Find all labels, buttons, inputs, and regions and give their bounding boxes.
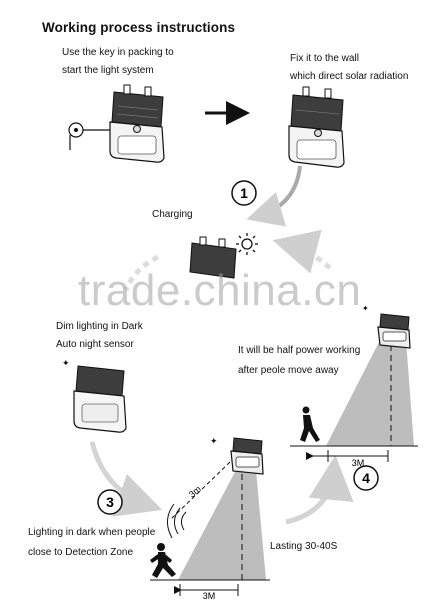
detection-zone-beam <box>178 470 266 580</box>
caption-start-line2: start the light system <box>62 65 154 76</box>
svg-text:✦: ✦ <box>62 358 70 368</box>
step-3-circle <box>97 489 123 515</box>
step-3-number: 3 <box>106 494 114 510</box>
lamp-dim-icon <box>73 365 127 433</box>
page-title: Working process instructions <box>42 20 236 35</box>
watermark: trade.china.cn <box>78 266 362 315</box>
key-icon <box>68 122 110 150</box>
walking-person-icon <box>300 406 320 442</box>
step-1-number: 1 <box>240 185 248 201</box>
caption-lighting-line1: Lighting in dark when people <box>28 527 156 538</box>
to-half-power-arrow <box>285 455 354 525</box>
step-4-circle <box>353 465 379 491</box>
step-1-circle <box>231 180 257 206</box>
sun-icon <box>236 233 258 255</box>
distance-3m-right: 3M <box>352 458 365 468</box>
half-power-beam <box>326 340 414 446</box>
lamp-wall-mounted-icon <box>288 86 345 168</box>
running-person-icon <box>150 543 176 578</box>
to-lighting-arrow <box>89 441 163 517</box>
caption-start-line1: Use the key in packing to <box>62 47 174 58</box>
moon-stars-icon-2: ✦ <box>197 436 218 449</box>
to-charging-arrow <box>246 165 302 227</box>
lamp-active-icon <box>230 437 264 475</box>
caption-half-line1: It will be half power working <box>238 345 361 356</box>
caption-lighting-line2: close to Detection Zone <box>28 547 134 558</box>
lamp-charging-icon <box>189 236 237 279</box>
beam-distance-label: 3m <box>187 484 203 500</box>
caption-fix-line1: Fix it to the wall <box>290 53 359 64</box>
caption-charging: Charging <box>152 209 193 220</box>
caption-dim-line2: Auto night sensor <box>56 339 134 350</box>
svg-text:✦: ✦ <box>362 304 369 313</box>
motion-waves-icon <box>167 503 187 539</box>
caption-lasting: Lasting 30-40S <box>270 541 338 552</box>
svg-text:✦: ✦ <box>210 436 218 446</box>
lamp-half-power-icon <box>377 313 411 349</box>
caption-fix-line2: which direct solar radiation <box>290 71 409 82</box>
caption-half-line2: after peole move away <box>238 365 339 376</box>
moon-stars-icon: ✦ <box>49 358 70 373</box>
lamp-unpacked-icon <box>109 84 165 163</box>
caption-dim-line1: Dim lighting in Dark <box>56 321 143 332</box>
step-4-number: 4 <box>362 470 370 486</box>
distance-3m-bottom: 3M <box>203 591 216 600</box>
moon-stars-icon-3: ✦ <box>349 304 369 316</box>
